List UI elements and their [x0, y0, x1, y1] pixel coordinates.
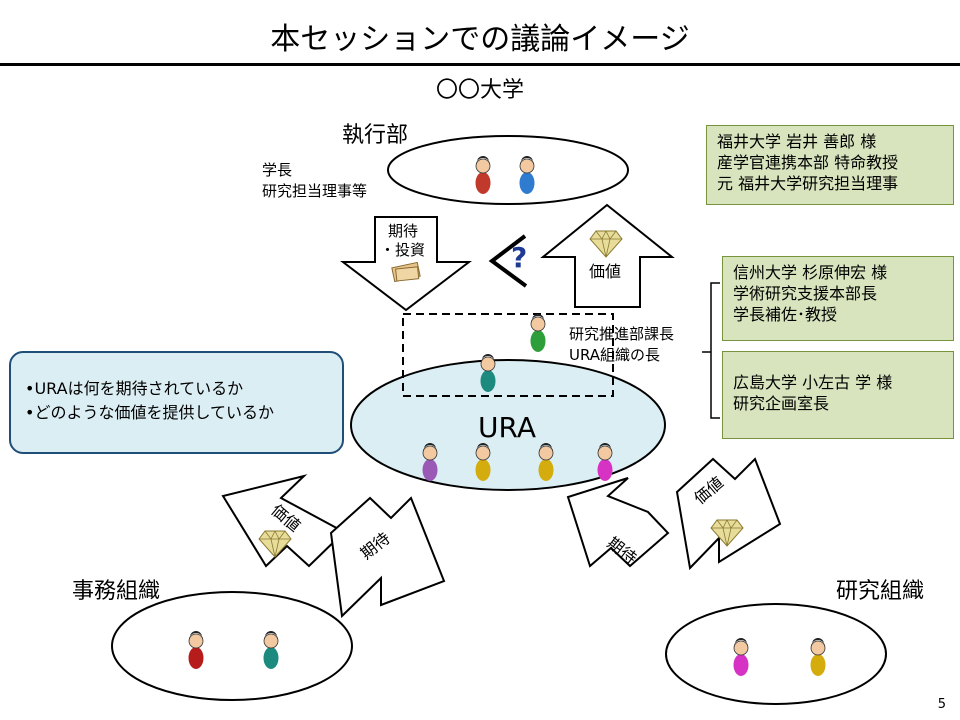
speaker-line: 産学官連携本部 特命教授 [717, 153, 899, 172]
page-title: 本セッションでの議論イメージ [270, 22, 690, 57]
expectation-arrow-left [329, 496, 446, 619]
expectation-investment-arrow [340, 216, 472, 312]
value-arrow-left [221, 474, 346, 568]
speaker-bracket [702, 282, 720, 419]
ura-head-role-organization-head: URA組織の長 [569, 346, 661, 364]
executive-ellipse [387, 135, 629, 205]
speaker-line: 元 福井大学研究担当理事 [717, 174, 899, 193]
research-org-label: 研究組織 [836, 579, 925, 604]
arrow-label-expectation: 期待 [388, 222, 418, 240]
executive-role-director: 研究担当理事等 [262, 182, 368, 200]
arrow-label-investment: ・投資 [380, 241, 425, 259]
person-icon [530, 313, 546, 353]
page-number: 5 [937, 697, 946, 712]
value-arrow-right [675, 457, 782, 571]
executive-label: 執行部 [342, 123, 409, 148]
speaker-line: 福井大学 岩井 善郎 様 [717, 132, 877, 151]
speaker-line: 信州大学 杉原伸宏 様 [733, 263, 888, 282]
speaker-line: 学長補佐･教授 [733, 305, 838, 324]
executive-role-president: 学長 [262, 161, 293, 179]
ura-label: URA [478, 411, 536, 444]
question-item: •URAは何を期待されているか [25, 379, 244, 398]
speaker-line: 学術研究支援本部長 [733, 284, 878, 303]
admin-org-ellipse [111, 591, 353, 701]
university-label: 〇〇大学 [435, 78, 524, 103]
ura-head-highlight-box [402, 313, 614, 397]
speaker-line: 研究企画室長 [733, 394, 830, 413]
admin-org-label: 事務組織 [72, 579, 161, 604]
expectation-arrow-right [566, 477, 670, 568]
research-org-ellipse [665, 603, 887, 705]
speaker-box-shinshu: 信州大学 杉原伸宏 様 学術研究支援本部長 学長補佐･教授 [722, 256, 954, 341]
question-mark: ? [511, 241, 527, 274]
ura-head-role-section-chief: 研究推進部課長 [569, 325, 675, 343]
speaker-line: 広島大学 小左古 学 様 [733, 373, 893, 392]
discussion-questions-box: •URAは何を期待されているか •どのような価値を提供しているか [9, 351, 344, 454]
title-divider [0, 63, 960, 66]
less-than-symbol [488, 234, 528, 288]
arrow-label-value: 価値 [589, 262, 621, 281]
speaker-box-hiroshima: 広島大学 小左古 学 様 研究企画室長 [722, 351, 954, 439]
question-item: •どのような価値を提供しているか [25, 403, 274, 422]
speaker-box-fukui: 福井大学 岩井 善郎 様 産学官連携本部 特命教授 元 福井大学研究担当理事 [706, 125, 954, 205]
